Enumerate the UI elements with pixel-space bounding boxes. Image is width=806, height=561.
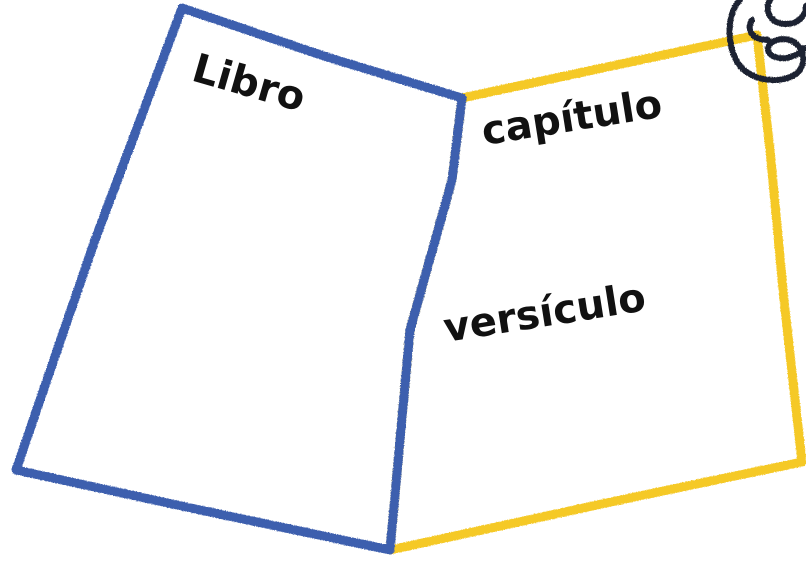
label-libro: Libro bbox=[187, 45, 310, 121]
spiral-ring-icon bbox=[726, 0, 806, 84]
label-versiculo: versículo bbox=[440, 275, 649, 352]
left-page-outline bbox=[11, 3, 467, 555]
